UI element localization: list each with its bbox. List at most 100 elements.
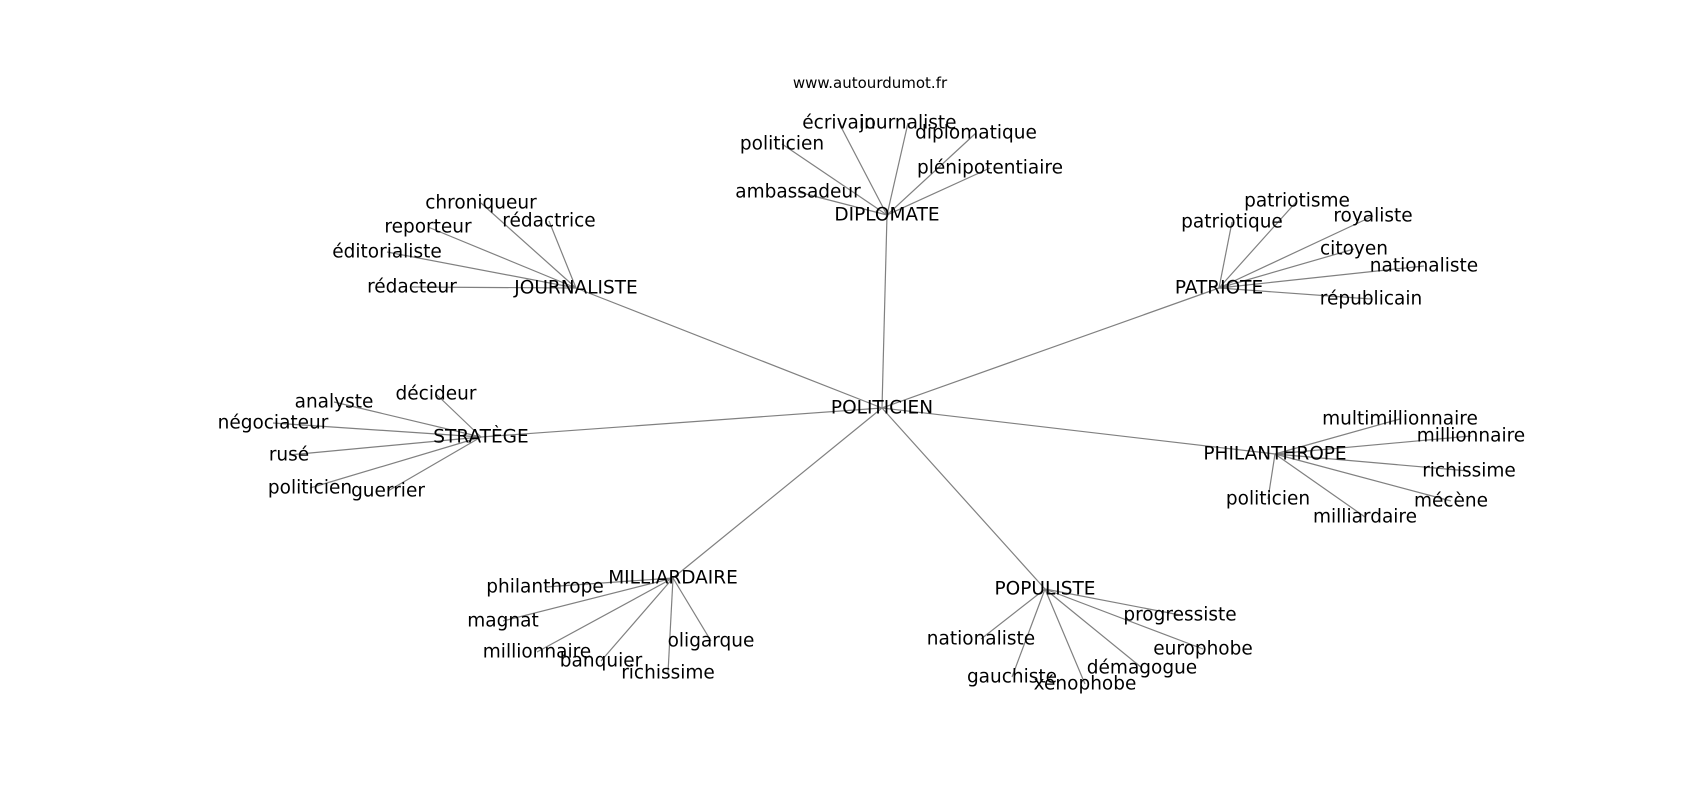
edge-philanthrope-ph_mecene — [1274, 453, 1452, 502]
node-philanthrope: PHILANTHROPE — [1203, 444, 1346, 465]
node-s_analyste: analyste — [295, 392, 374, 413]
node-p_patriotique: patriotique — [1181, 212, 1283, 233]
node-d_journaliste: journaliste — [858, 113, 956, 134]
node-p_republicain: républicain — [1320, 289, 1422, 310]
edge-philanthrope-ph_milliardaire — [1274, 453, 1366, 518]
edge-stratege-s_politicien — [309, 436, 482, 489]
edge-diplomate-d_ecrivain — [838, 122, 888, 216]
node-s_ruse: rusé — [269, 445, 309, 466]
edge-politicien_root-philanthrope — [881, 407, 1276, 455]
edge-politicien_root-populiste — [881, 407, 1046, 590]
edge-milliardaire-m_philanthrope — [544, 577, 674, 588]
node-ph_mecene: mécène — [1414, 491, 1488, 512]
edge-populiste-po_gauchiste — [1011, 588, 1046, 678]
edge-politicien_root-journaliste — [575, 287, 883, 409]
edge-milliardaire-m_millionnaire — [536, 577, 674, 653]
edge-patriote-p_patriotique — [1218, 221, 1233, 289]
node-ph_multimillionnaire: multimillionnaire — [1322, 409, 1478, 430]
node-d_plenipotentiaire: plénipotentiaire — [917, 158, 1063, 179]
node-po_nationaliste: nationaliste — [927, 629, 1035, 650]
labels-layer: POLITICIEN DIPLOMATE JOURNALISTE PATRIOTE ST… — [218, 113, 1526, 695]
node-s_decideur: décideur — [396, 384, 477, 405]
node-m_oligarque: oligarque — [668, 631, 755, 652]
edge-politicien_root-patriote — [881, 287, 1220, 409]
edge-philanthrope-ph_richissime — [1274, 453, 1470, 472]
watermark-text: www.autourdumot.fr — [793, 74, 948, 92]
node-s_politicien: politicien — [268, 478, 352, 499]
node-d_diplomatique: diplomatique — [915, 123, 1037, 144]
edge-politicien_root-stratege — [480, 407, 883, 438]
node-po_europhobe: europhobe — [1153, 639, 1253, 660]
edge-journaliste-j_redactrice — [548, 220, 577, 289]
edge-diplomate-d_ambassadeur — [797, 191, 888, 216]
edge-philanthrope-ph_politicien — [1267, 453, 1276, 500]
node-p_royaliste: royaliste — [1333, 206, 1412, 227]
node-politicien_root: POLITICIEN — [831, 398, 933, 419]
edge-milliardaire-m_magnat — [502, 577, 674, 622]
node-diplomate: DIPLOMATE — [834, 205, 939, 226]
node-m_magnat: magnat — [467, 611, 538, 632]
node-ph_politicien: politicien — [1226, 489, 1310, 510]
edge-stratege-s_ruse — [288, 436, 482, 456]
node-ph_milliardaire: milliardaire — [1313, 507, 1417, 528]
node-po_gauchiste: gauchiste — [967, 667, 1057, 688]
node-stratege: STRATÈGE — [433, 426, 528, 448]
node-j_chroniqueur: chroniqueur — [425, 193, 537, 214]
node-d_ecrivain: écrivain — [802, 113, 875, 134]
edge-journaliste-j_reporteur — [427, 226, 577, 289]
node-po_progressiste: progressiste — [1123, 605, 1236, 626]
edge-patriote-p_nationaliste — [1218, 265, 1425, 289]
edge-stratege-s_analyste — [333, 401, 482, 438]
edge-diplomate-d_diplomatique — [886, 132, 977, 216]
node-d_ambassadeur: ambassadeur — [735, 182, 861, 203]
node-j_redactrice: rédactrice — [502, 211, 595, 232]
node-po_demagogue: démagogue — [1087, 658, 1197, 679]
edge-journaliste-j_chroniqueur — [480, 202, 577, 289]
edge-journaliste-j_redacteur — [411, 286, 577, 289]
node-p_nationaliste: nationaliste — [1370, 256, 1478, 277]
edge-populiste-po_demagogue — [1044, 588, 1143, 669]
edge-patriote-p_citoyen — [1218, 248, 1355, 289]
edge-populiste-po_progressiste — [1044, 588, 1181, 616]
edges-layer — [272, 122, 1472, 685]
node-j_editorialiste: éditorialiste — [332, 242, 441, 263]
edge-stratege-s_negociateur — [272, 422, 482, 438]
edge-stratege-s_guerrier — [387, 436, 482, 492]
node-j_reporteur: reporteur — [384, 217, 472, 238]
edge-diplomate-d_journaliste — [886, 122, 909, 216]
node-m_philanthrope: philanthrope — [486, 577, 603, 598]
edge-philanthrope-ph_multimillionnaire — [1274, 418, 1401, 455]
node-s_negociateur: négociateur — [218, 413, 329, 434]
edge-politicien_root-diplomate — [881, 214, 888, 409]
node-p_citoyen: citoyen — [1320, 239, 1388, 260]
node-populiste: POPULISTE — [995, 579, 1096, 600]
node-j_redacteur: rédacteur — [367, 277, 457, 298]
node-d_politicien: politicien — [740, 134, 824, 155]
edge-diplomate-d_plenipotentiaire — [886, 167, 991, 216]
edge-populiste-po_europhobe — [1044, 588, 1204, 650]
edge-politicien_root-milliardaire — [672, 407, 883, 579]
edge-stratege-s_decideur — [435, 393, 482, 438]
edge-patriote-p_republicain — [1218, 287, 1372, 300]
node-ph_richissime: richissime — [1422, 461, 1516, 482]
node-patriote: PATRIOTE — [1175, 278, 1263, 299]
edge-journaliste-j_editorialiste — [386, 251, 577, 289]
edge-patriote-p_patriotisme — [1218, 200, 1298, 289]
edge-philanthrope-ph_millionnaire — [1274, 435, 1472, 455]
node-s_guerrier: guerrier — [351, 481, 425, 502]
node-m_millionnaire: millionnaire — [483, 642, 591, 663]
node-m_banquier: banquier — [560, 651, 643, 672]
edge-patriote-p_royaliste — [1218, 215, 1374, 289]
edge-milliardaire-m_richissime — [667, 577, 674, 674]
node-journaliste: JOURNALISTE — [513, 278, 637, 299]
edge-populiste-po_nationaliste — [980, 588, 1046, 640]
node-ph_millionnaire: millionnaire — [1417, 426, 1525, 447]
node-p_patriotisme: patriotisme — [1244, 191, 1350, 212]
edge-diplomate-d_politicien — [781, 143, 888, 216]
node-milliardaire: MILLIARDAIRE — [608, 568, 738, 589]
edge-milliardaire-m_oligarque — [672, 577, 712, 642]
edge-milliardaire-m_banquier — [600, 577, 674, 662]
node-m_richissime: richissime — [621, 663, 715, 684]
edge-populiste-po_xenophobe — [1044, 588, 1086, 685]
